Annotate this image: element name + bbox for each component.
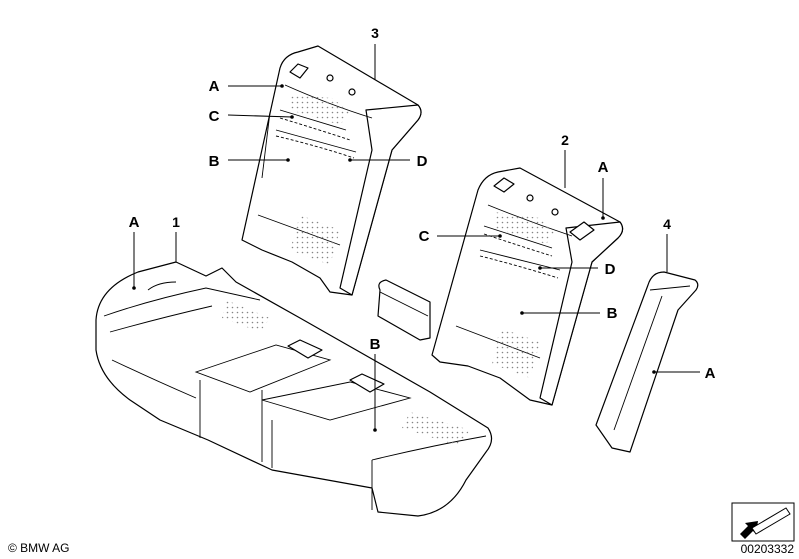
callout-b-backrest-2: B <box>607 305 618 322</box>
backrest-cover-part-3[interactable] <box>241 45 422 296</box>
side-bolster-part-4[interactable] <box>595 271 699 453</box>
diagram-number: 00203332 <box>741 542 795 556</box>
callout-part-1: 1 <box>172 214 180 230</box>
callout-c-backrest-3: C <box>209 108 220 125</box>
copyright-text: © BMW AG <box>8 541 70 555</box>
callout-a-backrest-2: A <box>598 159 609 176</box>
callout-part-2: 2 <box>561 132 569 148</box>
callout-d-backrest-3: D <box>417 153 428 170</box>
callout-b-seat: B <box>370 336 381 353</box>
callout-a-backrest-3: A <box>209 78 220 95</box>
callout-c-backrest-2: C <box>419 228 430 245</box>
callout-part-4: 4 <box>663 216 671 232</box>
callout-a-seat: A <box>129 214 140 231</box>
callout-d-backrest-2: D <box>605 261 616 278</box>
leader-lines <box>132 44 700 432</box>
seat-cushion-part-1[interactable] <box>95 261 493 517</box>
callout-part-3: 3 <box>371 25 379 41</box>
backrest-cover-part-2[interactable] <box>377 167 624 406</box>
view-direction-icon <box>731 502 795 542</box>
callout-a-side-4: A <box>705 365 716 382</box>
callout-b-backrest-3: B <box>209 153 220 170</box>
